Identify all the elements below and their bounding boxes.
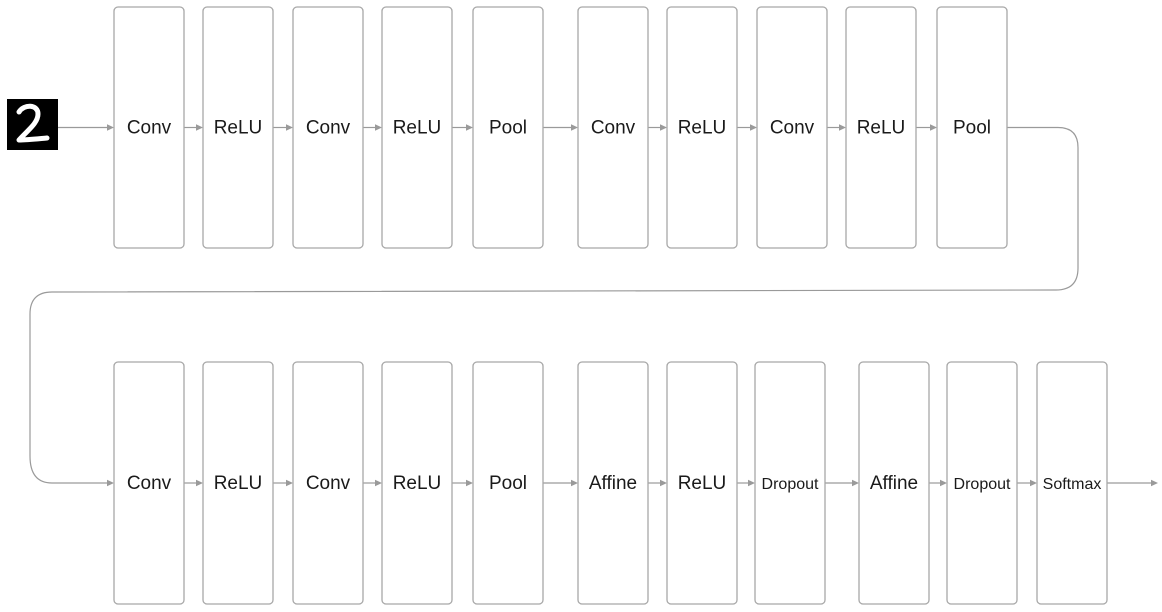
layer-label: Conv [770, 118, 815, 139]
layer-relu: ReLU [666, 6, 738, 249]
layer-label: ReLU [214, 118, 263, 139]
arrow-0-2-arrowhead [286, 124, 293, 131]
layer-box [381, 6, 453, 249]
layer-box [292, 361, 364, 605]
layer-relu: ReLU [666, 361, 738, 605]
arrow-1-8-arrowhead [852, 479, 859, 487]
arrow-1-6-arrowhead [660, 479, 667, 487]
layer-label: ReLU [678, 118, 727, 139]
row-wrap-connector [29, 126, 1079, 484]
layer-label: ReLU [393, 473, 442, 494]
arrow-1-10-arrowhead [1030, 479, 1037, 487]
arrow-0-4-arrowhead [466, 124, 473, 131]
layer-relu: ReLU [202, 6, 274, 249]
layer-box [858, 361, 930, 605]
layer-box [472, 6, 544, 249]
layer-label: Pool [953, 118, 991, 139]
layer-affine: Affine [577, 361, 649, 605]
layer-label: Conv [591, 118, 636, 139]
layer-label: Conv [127, 473, 172, 494]
layer-label: Softmax [1043, 476, 1102, 493]
layer-label: Conv [306, 118, 351, 139]
layer-box [381, 361, 453, 605]
layer-relu: ReLU [381, 361, 453, 605]
layer-affine: Affine [858, 361, 930, 605]
layer-box [936, 6, 1008, 249]
row-wrap-arrowhead [107, 479, 114, 487]
arrow-0-9-arrowhead [930, 124, 937, 131]
layer-box [1036, 361, 1108, 605]
layer-relu: ReLU [381, 6, 453, 249]
arrow-0-6-arrowhead [660, 124, 667, 131]
layer-label: Affine [870, 473, 918, 494]
layer-dropout: Dropout [946, 361, 1018, 605]
layer-softmax: Softmax [1036, 361, 1108, 605]
arrow-0-5-arrowhead [571, 124, 578, 131]
layer-label: ReLU [857, 118, 906, 139]
arrow-1-9-arrowhead [940, 479, 947, 487]
arrow-1-7-arrowhead [748, 479, 755, 487]
layer-box [666, 6, 738, 249]
connectors [29, 124, 1158, 487]
layer-box [756, 6, 828, 249]
layer-label: Dropout [954, 476, 1011, 493]
input-image [7, 99, 58, 150]
layer-label: Pool [489, 473, 527, 494]
layer-conv: Conv [292, 361, 364, 605]
layer-pool: Pool [472, 361, 544, 605]
layer-box [202, 6, 274, 249]
layer-conv: Conv [113, 361, 185, 605]
layer-pool: Pool [936, 6, 1008, 249]
arrow-input-arrowhead [107, 124, 114, 131]
arrow-0-3-arrowhead [375, 124, 382, 131]
layer-box [946, 361, 1018, 605]
layer-label: ReLU [393, 118, 442, 139]
layer-relu: ReLU [202, 361, 274, 605]
layer-label: Pool [489, 118, 527, 139]
layer-box [472, 361, 544, 605]
handwritten-digit-icon [16, 103, 50, 143]
arrow-1-2-arrowhead [286, 479, 293, 487]
layer-label: Conv [306, 473, 351, 494]
arrow-1-4-arrowhead [466, 479, 473, 487]
arrow-1-1-arrowhead [196, 479, 203, 487]
layer-conv: Conv [113, 6, 185, 249]
layer-conv: Conv [756, 6, 828, 249]
layer-box [666, 361, 738, 605]
layer-label: Affine [589, 473, 637, 494]
layer-box [577, 6, 649, 249]
arrow-output-arrowhead [1151, 479, 1158, 487]
layer-box [202, 361, 274, 605]
layer-label: ReLU [678, 473, 727, 494]
layer-pool: Pool [472, 6, 544, 249]
arrow-0-8-arrowhead [839, 124, 846, 131]
layer-label: ReLU [214, 473, 263, 494]
layer-box [845, 6, 917, 249]
layer-box [113, 6, 185, 249]
layer-label: Dropout [762, 476, 819, 493]
arrow-1-3-arrowhead [375, 479, 382, 487]
layer-box [754, 361, 826, 605]
layer-label: Conv [127, 118, 172, 139]
arrow-0-7-arrowhead [750, 124, 757, 131]
layer-box [113, 361, 185, 605]
arrow-0-1-arrowhead [196, 124, 203, 131]
layer-dropout: Dropout [754, 361, 826, 605]
layer-box [292, 6, 364, 249]
arrow-1-5-arrowhead [571, 479, 578, 487]
layer-conv: Conv [577, 6, 649, 249]
layer-conv: Conv [292, 6, 364, 249]
layer-box [577, 361, 649, 605]
layer-relu: ReLU [845, 6, 917, 249]
